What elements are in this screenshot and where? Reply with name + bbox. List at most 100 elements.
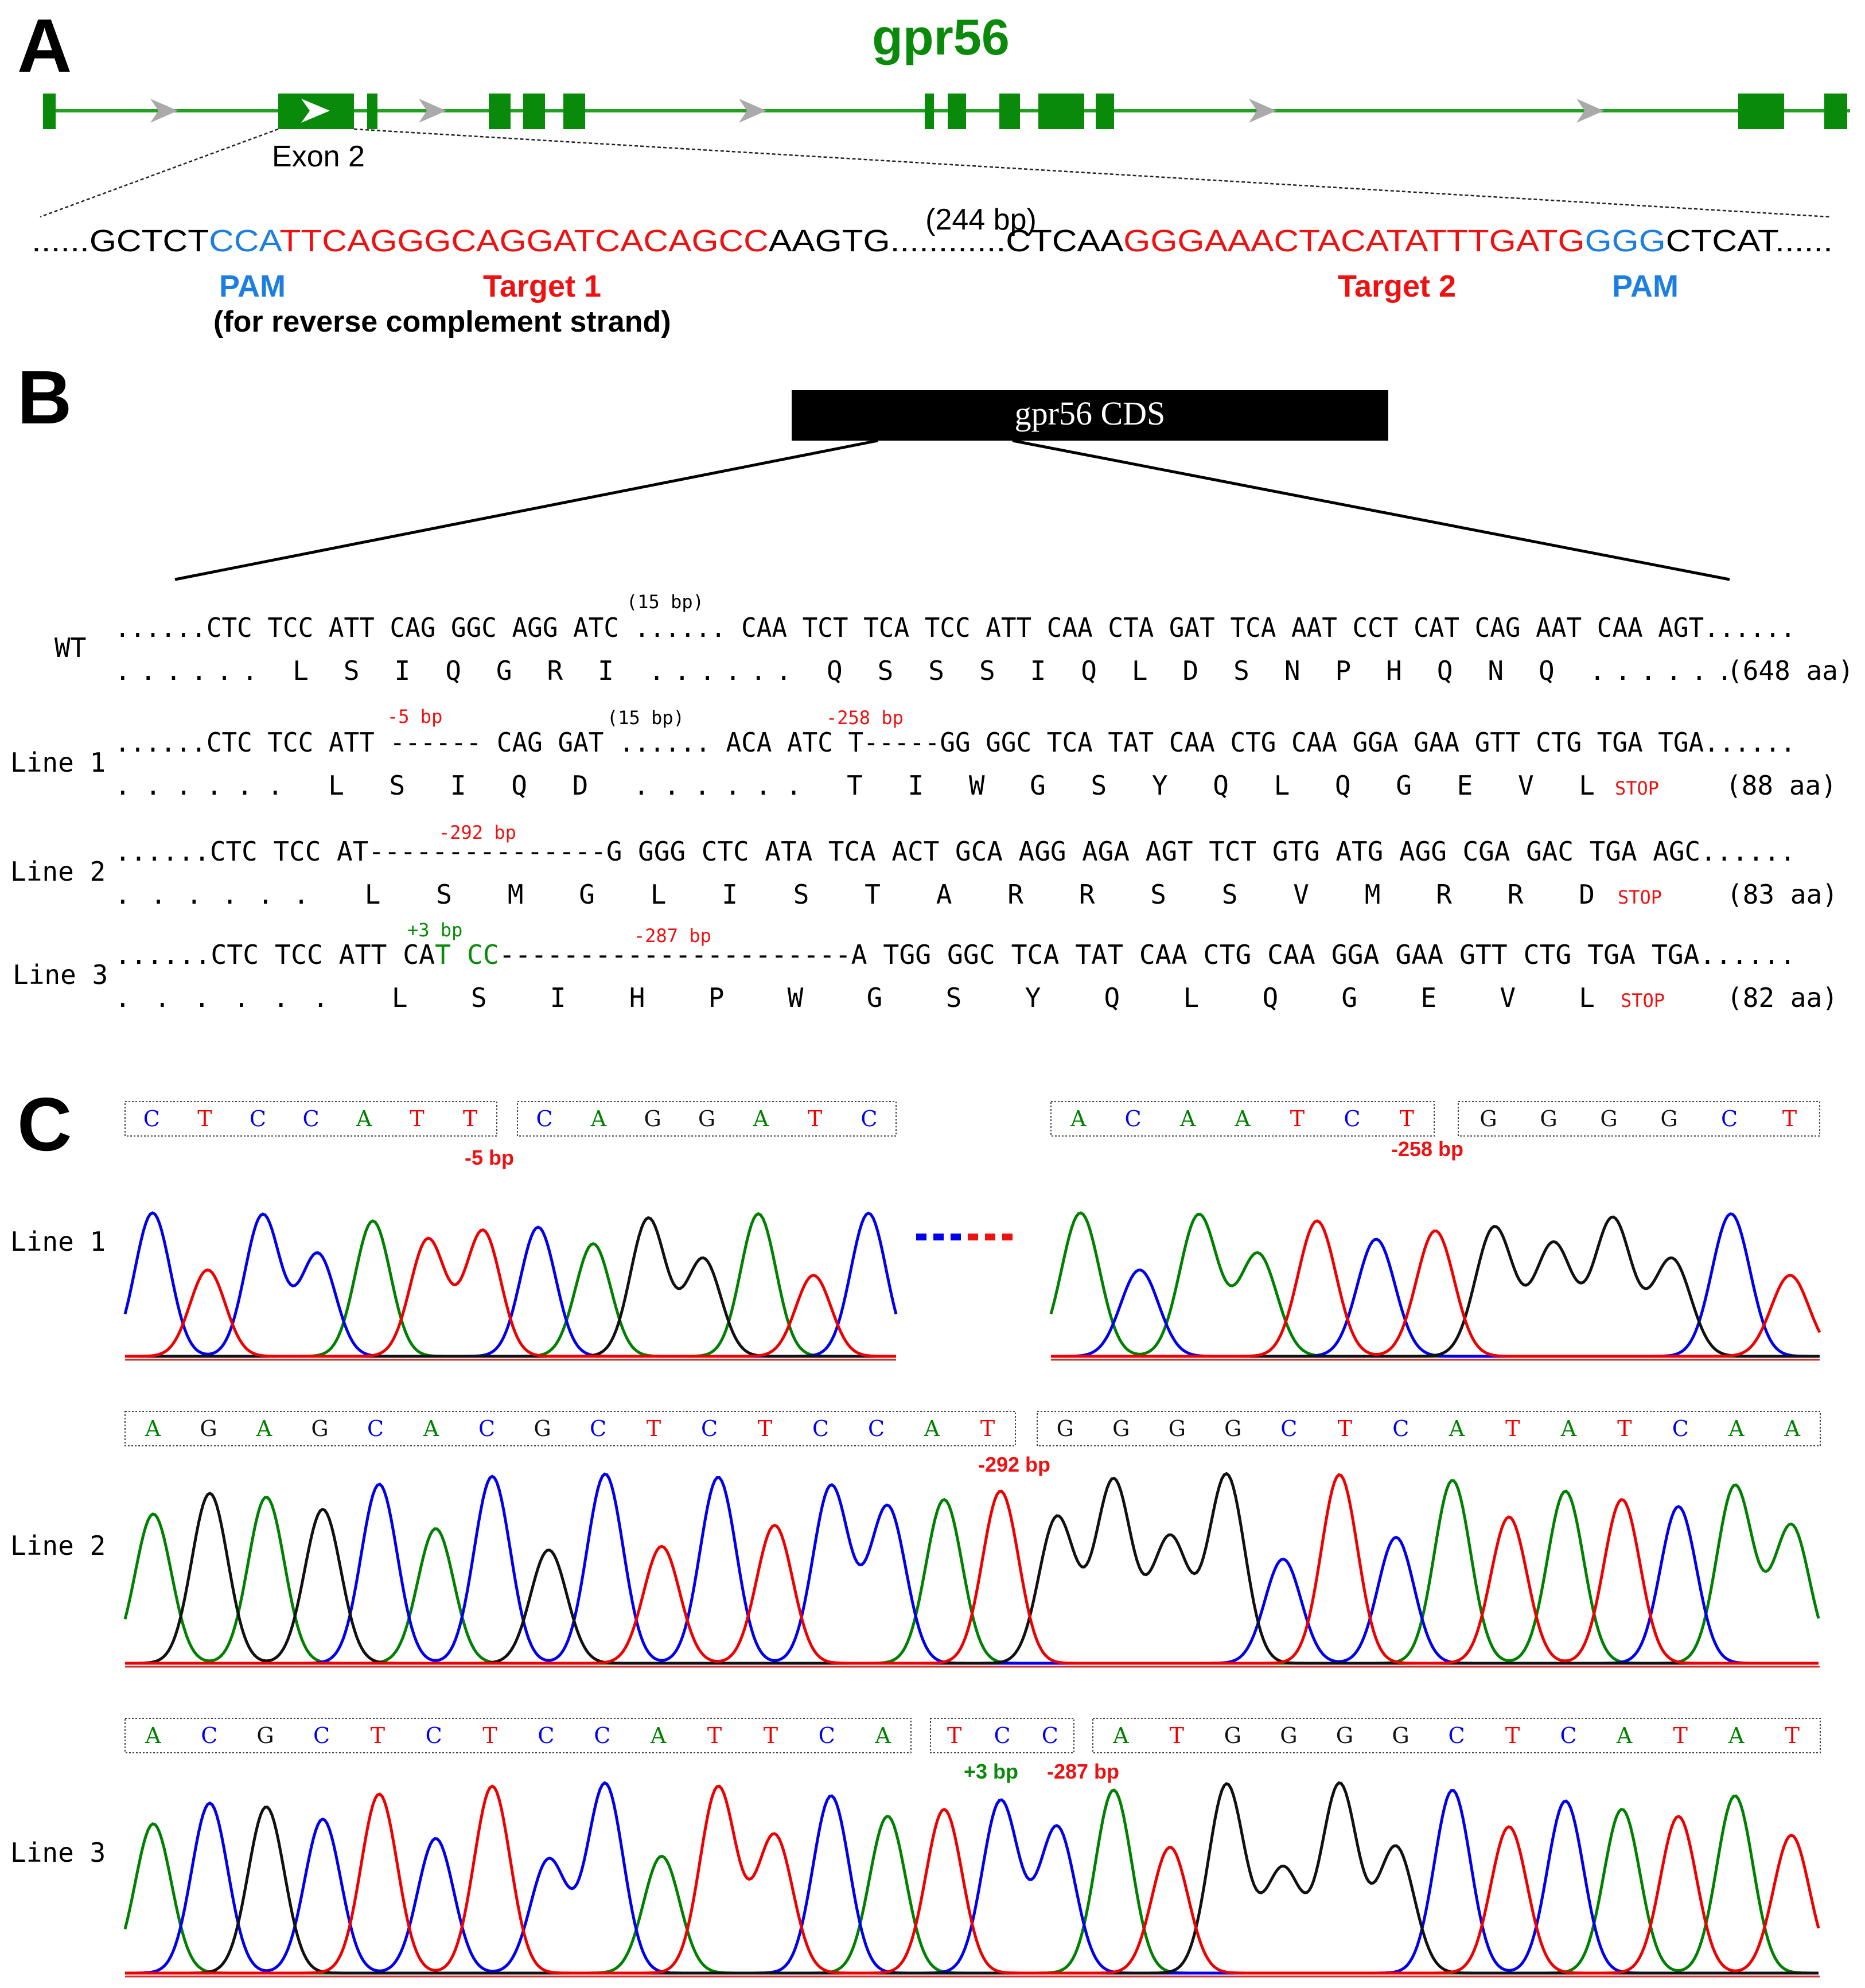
zoom-line-left bbox=[40, 128, 279, 218]
base-call: C bbox=[819, 1723, 835, 1748]
line-2-dna: ......CTC TCC AT---------------G GGG CTC… bbox=[115, 836, 1796, 867]
ann-l2-del: -292 bp bbox=[978, 1453, 1050, 1476]
base-call: C bbox=[367, 1416, 384, 1441]
line-3-del: -287 bp bbox=[634, 925, 711, 947]
l1-box-4 bbox=[1458, 1101, 1820, 1137]
base-call: A bbox=[1070, 1106, 1087, 1131]
target-2-label: Target 2 bbox=[1338, 269, 1456, 304]
gap-dash bbox=[1002, 1234, 1013, 1240]
exon bbox=[489, 94, 511, 129]
base-call: T bbox=[947, 1723, 961, 1748]
base-call: C bbox=[861, 1106, 877, 1131]
intron-arrow bbox=[739, 99, 766, 123]
trace-t bbox=[1051, 1219, 1821, 1358]
base-call: C bbox=[1344, 1106, 1360, 1131]
exon bbox=[1824, 94, 1847, 129]
base-call: C bbox=[812, 1416, 829, 1441]
line-2-protein: ...... L S M G L I S T A R R S S V M R R… bbox=[115, 879, 1595, 910]
cds-zoom-line-left bbox=[174, 439, 878, 581]
exon bbox=[563, 94, 585, 129]
trace-t bbox=[125, 1228, 896, 1358]
base-call: T bbox=[1782, 1106, 1797, 1131]
trace-c bbox=[125, 1781, 1819, 1975]
l1-box-2 bbox=[517, 1101, 897, 1137]
l1-box-3 bbox=[1050, 1101, 1435, 1137]
panel-letter-a: A bbox=[17, 3, 72, 88]
base-call: A bbox=[753, 1106, 769, 1131]
row-label-line-3: Line 3 bbox=[13, 959, 108, 990]
gap-label: (244 bp) bbox=[925, 203, 1037, 236]
line-2-length: (83 aa) bbox=[1727, 879, 1838, 910]
base-call: C bbox=[868, 1416, 885, 1441]
base-call: C bbox=[1042, 1723, 1058, 1748]
base-call: G bbox=[1660, 1106, 1677, 1131]
row-label-wt: WT bbox=[54, 632, 86, 663]
chrom-label-line-1: Line 1 bbox=[10, 1226, 106, 1257]
gene-title: gpr56 bbox=[872, 9, 1010, 65]
line-3-stop: STOP bbox=[1621, 990, 1665, 1011]
base-call: G bbox=[644, 1106, 661, 1131]
ann-l3-ins: +3 bp bbox=[964, 1760, 1018, 1783]
base-call: G bbox=[534, 1416, 551, 1441]
line-1-protein: ...... L S I Q D ...... T I W G S Y Q L … bbox=[115, 770, 1595, 801]
base-call: T bbox=[197, 1106, 212, 1131]
wt-length: (648 aa) bbox=[1727, 655, 1854, 686]
sequence-segment: ......GCTCT bbox=[32, 224, 209, 258]
pam-label-left: PAM bbox=[219, 269, 286, 304]
line-1-del-b: -258 bp bbox=[826, 707, 904, 729]
base-call: G bbox=[1224, 1416, 1241, 1441]
wt-protein: ...... L S I Q G R I ...... Q S S S I Q … bbox=[115, 655, 1732, 686]
base-call: A bbox=[1234, 1106, 1251, 1131]
base-call: T bbox=[463, 1106, 477, 1131]
gap-dash bbox=[968, 1234, 978, 1240]
sequence-segment: CCA bbox=[209, 224, 282, 258]
panel-letter-b: B bbox=[17, 355, 72, 439]
chrom-label-line-3: Line 3 bbox=[10, 1837, 106, 1868]
line-3-length: (82 aa) bbox=[1727, 982, 1838, 1013]
cds-zoom-line-right bbox=[1012, 439, 1730, 581]
base-call: G bbox=[1169, 1416, 1186, 1441]
base-call: G bbox=[311, 1416, 328, 1441]
base-call: C bbox=[201, 1723, 217, 1748]
line-1-dna: ......CTC TCC ATT ------ CAG GAT ...... … bbox=[115, 727, 1796, 758]
trace-a bbox=[123, 1479, 1820, 1665]
base-call: G bbox=[1392, 1723, 1409, 1748]
base-call: G bbox=[1280, 1723, 1297, 1748]
base-call: G bbox=[256, 1723, 274, 1748]
base-call: G bbox=[1479, 1106, 1497, 1131]
reverse-strand-note: (for reverse complement strand) bbox=[213, 305, 671, 339]
base-call: T bbox=[808, 1106, 822, 1131]
base-call: T bbox=[758, 1416, 772, 1441]
exon bbox=[925, 94, 934, 129]
base-call: A bbox=[1784, 1416, 1801, 1441]
base-call: C bbox=[538, 1723, 554, 1748]
exon bbox=[1038, 94, 1084, 129]
base-call: G bbox=[1224, 1723, 1241, 1748]
ann-l3-del: -287 bp bbox=[1047, 1760, 1119, 1783]
base-call: A bbox=[650, 1723, 667, 1748]
exon-2-arrow-icon bbox=[301, 99, 330, 123]
l3-box-2 bbox=[930, 1718, 1074, 1753]
base-call: C bbox=[1560, 1723, 1577, 1748]
trace-c bbox=[125, 1472, 1819, 1665]
line-1-stop: STOP bbox=[1615, 777, 1659, 799]
intron-arrow bbox=[419, 99, 446, 123]
dna-segment: T CC bbox=[435, 939, 499, 970]
base-call: G bbox=[1540, 1106, 1557, 1131]
base-call: T bbox=[1400, 1106, 1414, 1131]
base-call: A bbox=[590, 1106, 607, 1131]
base-call: A bbox=[423, 1416, 439, 1441]
base-call: C bbox=[590, 1416, 606, 1441]
chrom-label-line-2: Line 2 bbox=[10, 1530, 106, 1561]
base-call: G bbox=[1336, 1723, 1353, 1748]
base-call: C bbox=[302, 1106, 319, 1131]
gap-dash bbox=[916, 1234, 926, 1240]
base-call: A bbox=[1728, 1723, 1745, 1748]
base-call: A bbox=[356, 1106, 372, 1131]
trace-g bbox=[125, 1781, 1819, 1975]
intron-arrow bbox=[1576, 99, 1604, 123]
chromatogram-traces bbox=[123, 1211, 1821, 1978]
base-call: A bbox=[924, 1416, 940, 1441]
dna-segment: ......CTC TCC ATT CA bbox=[115, 939, 435, 970]
